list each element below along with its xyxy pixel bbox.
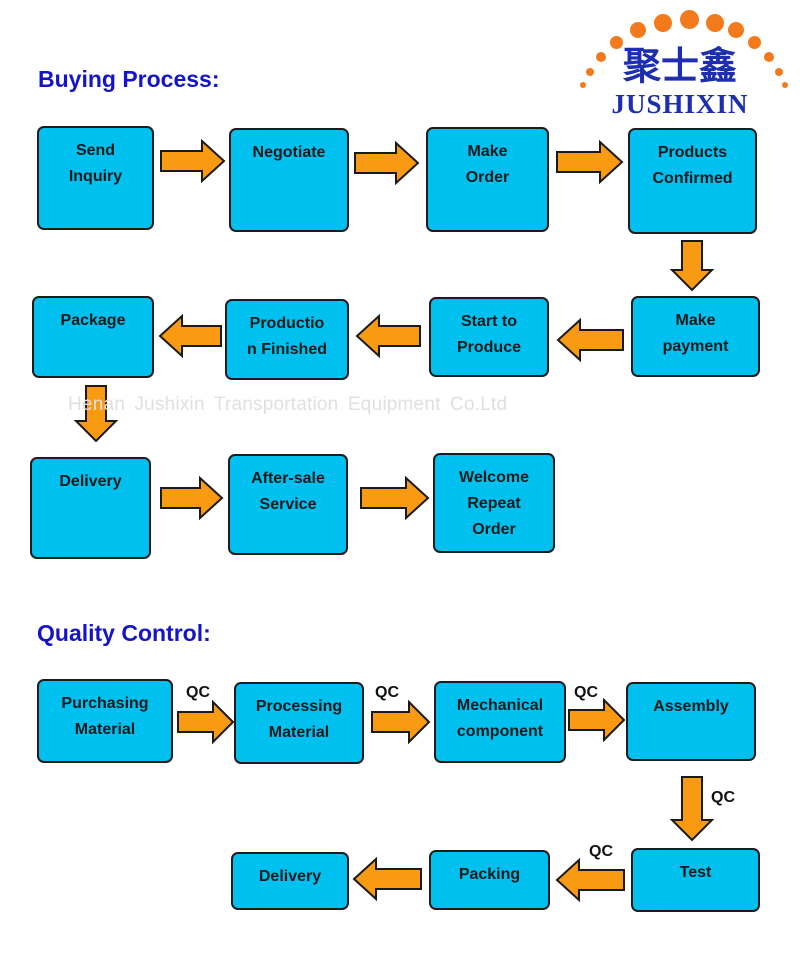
arrow-down xyxy=(74,385,118,443)
step-delivery: Delivery xyxy=(30,457,151,559)
logo-dot xyxy=(764,52,774,62)
arrow-right xyxy=(160,476,224,520)
arrow-right xyxy=(160,139,226,183)
logo-dot xyxy=(654,14,672,32)
logo-dot xyxy=(748,36,761,49)
qc-label: QC xyxy=(375,684,399,701)
qc-step-mechanical-component: Mechanical component xyxy=(434,681,566,763)
logo-dot xyxy=(775,68,783,76)
logo-brand-name: JUSHIXIN xyxy=(611,89,749,119)
qc-step-packing: Packing xyxy=(429,850,550,910)
step-send-inquiry: Send Inquiry xyxy=(37,126,154,230)
qc-step-processing-material: Processing Material xyxy=(234,682,364,764)
logo-chinese-text: 聚士鑫 xyxy=(622,44,737,88)
logo-dot xyxy=(610,36,623,49)
arrow-right xyxy=(177,700,235,744)
qc-label: QC xyxy=(574,684,598,701)
qc-step-test: Test xyxy=(631,848,760,912)
logo-dot xyxy=(680,10,699,29)
step-welcome-repeat-order: Welcome Repeat Order xyxy=(433,453,555,553)
step-negotiate: Negotiate xyxy=(229,128,349,232)
logo-dot xyxy=(586,68,594,76)
logo-dot xyxy=(630,22,646,38)
qc-step-delivery: Delivery xyxy=(231,852,349,910)
arrow-left xyxy=(158,314,222,358)
qc-step-purchasing-material: Purchasing Material xyxy=(37,679,173,763)
arrow-right xyxy=(354,141,420,185)
qc-label: QC xyxy=(186,684,210,701)
arrow-left xyxy=(355,314,421,358)
buying-process-title: Buying Process: xyxy=(38,66,220,92)
arrow-right xyxy=(371,700,431,744)
qc-label: QC xyxy=(711,789,735,806)
step-make-payment: Make payment xyxy=(631,296,760,377)
logo-dot xyxy=(706,14,724,32)
logo-dot xyxy=(580,82,586,88)
qc-step-assembly: Assembly xyxy=(626,682,756,761)
step-make-order: Make Order xyxy=(426,127,549,232)
arrow-right xyxy=(556,140,624,184)
step-products-confirmed: Products Confirmed xyxy=(628,128,757,234)
logo-dot xyxy=(728,22,744,38)
company-watermark: Henan Jushixin Transportation Equipment … xyxy=(68,394,508,415)
quality-control-title: Quality Control: xyxy=(37,620,211,646)
arrow-down xyxy=(670,240,714,292)
step-after-sale-service: After-sale Service xyxy=(228,454,348,555)
arrow-right xyxy=(568,698,626,742)
arrow-left xyxy=(556,318,624,362)
step-production-finished: Productio n Finished xyxy=(225,299,349,380)
arrow-right xyxy=(360,476,430,520)
step-start-to-produce: Start to Produce xyxy=(429,297,549,377)
logo-dot xyxy=(596,52,606,62)
qc-label: QC xyxy=(589,843,613,860)
arrow-left xyxy=(555,858,625,902)
step-package: Package xyxy=(32,296,154,378)
arrow-left xyxy=(352,857,422,901)
jushixin-logo: 聚士鑫 JUSHIXIN xyxy=(570,8,790,120)
arrow-down xyxy=(670,776,714,842)
logo-dot xyxy=(782,82,788,88)
